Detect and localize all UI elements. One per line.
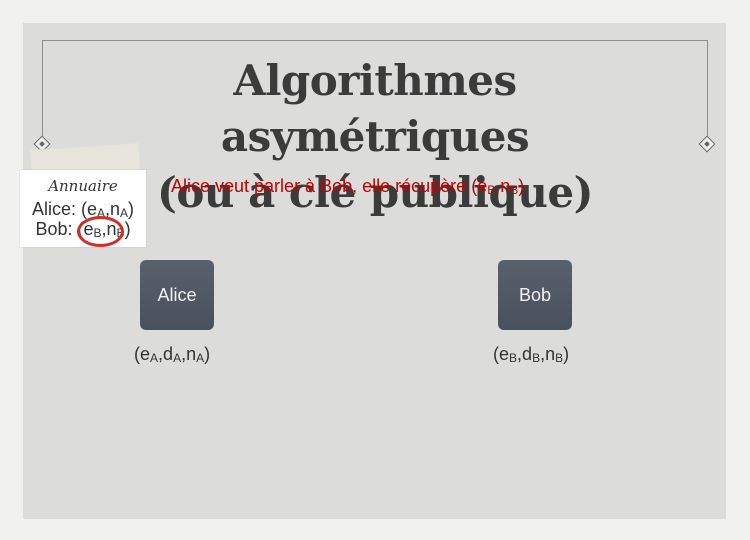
slide-title: Algorithmes asymétriques (ou à clé publi… (90, 53, 660, 221)
directory-bob-label: Bob: (35, 219, 73, 239)
highlight-circle (77, 216, 124, 247)
bob-key-values: (eB,dB,nB) (493, 344, 569, 365)
slide-title-line-2: (ou à clé publique) (157, 168, 593, 217)
instruction-n: n (500, 176, 511, 196)
instruction-sub-2: B (510, 182, 519, 197)
alice-keys-sub-2: A (173, 350, 182, 365)
directory-alice-open: ( (80, 199, 87, 219)
bob-keys-close: ) (563, 344, 570, 364)
alice-keys-n: n (186, 344, 197, 364)
alice-keys-d: d (163, 344, 174, 364)
title-frame-top (42, 40, 708, 41)
directory-alice-e: e (86, 199, 97, 219)
bob-label: Bob (518, 284, 552, 305)
instruction-prefix: Alice veut parler à Bob, elle récupère (171, 176, 467, 196)
alice-keys-sub-1: A (150, 350, 159, 365)
directory-alice-close: ) (128, 199, 135, 219)
directory-bob-close: ) (124, 219, 131, 239)
instruction-text: Alice veut parler à Bob, elle récupère (… (171, 176, 524, 197)
directory-title: Annuaire (48, 177, 118, 195)
bob-keys-comma-2: , (540, 344, 546, 364)
alice-keys-open: ( (134, 344, 140, 364)
alice-label: Alice (157, 284, 197, 305)
alice-box: Alice (140, 260, 214, 330)
bob-keys-sub-2: B (532, 350, 541, 365)
directory-entry-alice: Alice: (eA,nA) (20, 199, 146, 220)
title-frame-left (42, 40, 43, 136)
directory-alice-n: n (110, 199, 121, 219)
bob-box: Bob (498, 260, 572, 330)
bob-keys-e: e (499, 344, 510, 364)
bob-keys-n: n (545, 344, 556, 364)
alice-keys-close: ) (204, 344, 211, 364)
bob-keys-sub-1: B (509, 350, 518, 365)
instruction-comma: , (495, 176, 501, 196)
instruction-open: ( (471, 176, 478, 196)
instruction-sub-1: B (487, 182, 496, 197)
directory-alice-label: Alice: (31, 199, 76, 219)
bob-keys-sub-3: B (555, 350, 564, 365)
alice-keys-comma-2: , (181, 344, 187, 364)
bob-keys-open: ( (493, 344, 499, 364)
bob-keys-comma-1: , (517, 344, 523, 364)
alice-keys-e: e (140, 344, 151, 364)
directory-alice-sub-1: A (96, 205, 105, 220)
alice-key-values: (eA,dA,nA) (134, 344, 210, 365)
instruction-close: ) (518, 176, 525, 196)
bob-keys-d: d (522, 344, 533, 364)
alice-keys-comma-1: , (158, 344, 164, 364)
title-frame-right (707, 40, 708, 136)
alice-keys-sub-3: A (196, 350, 205, 365)
directory-alice-comma: , (105, 199, 111, 219)
slide-title-line-1: Algorithmes asymétriques (220, 56, 530, 161)
instruction-e: e (477, 176, 488, 196)
directory-alice-sub-2: A (120, 205, 129, 220)
